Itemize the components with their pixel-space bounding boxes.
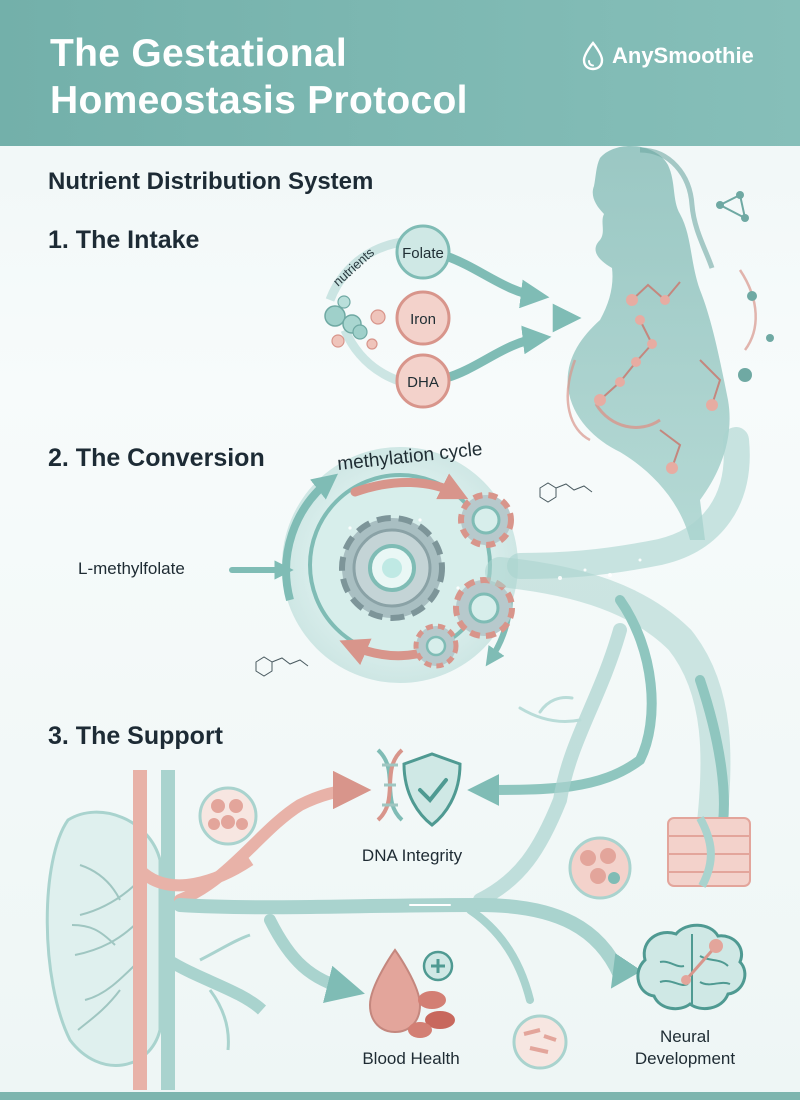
droplet-icon: [582, 41, 604, 71]
neural-development-label: Neural Development: [610, 1026, 760, 1070]
folate-bubble: Folate: [395, 224, 451, 280]
iron-label: Iron: [410, 311, 436, 328]
cell-cluster-icon: [568, 836, 632, 900]
neural-label-line-1: Neural: [659, 1027, 711, 1046]
title-line-2: Homeostasis Protocol: [50, 79, 468, 122]
nutrients-arc-label: nutrients: [330, 244, 377, 289]
gear-icon: [458, 492, 514, 548]
blood-drop-icon: [368, 948, 455, 1038]
iron-bubble: Iron: [395, 290, 451, 346]
neural-label-line-2: Development: [634, 1049, 736, 1068]
gear-icon: [453, 577, 515, 639]
brand-name: AnySmoothie: [612, 43, 754, 68]
step-support-title: 3. The Support: [48, 722, 223, 750]
brand-logo: AnySmoothie: [582, 38, 754, 74]
l-methylfolate-label: L-methylfolate: [78, 559, 185, 578]
cell-cluster-icon: [198, 786, 258, 846]
methylation-cycle-diagram: methylation cycle: [229, 439, 593, 683]
folate-label: Folate: [402, 245, 444, 262]
chemical-structure-icon: [255, 656, 309, 677]
nutrient-spheres: [324, 295, 386, 350]
page-title: The Gestational Homeostasis Protocol: [50, 30, 468, 124]
intake-diagram: nutrients Folate Iron: [324, 224, 582, 409]
main-gear-icon: [339, 515, 445, 621]
dha-label: DHA: [407, 374, 439, 391]
step-intake-title: 1. The Intake: [48, 226, 200, 254]
diagram-title: Nutrient Distribution System: [48, 168, 374, 195]
dha-bubble: DHA: [395, 353, 451, 409]
chemical-structure-icon: [539, 482, 593, 503]
distribution-stream: [467, 427, 750, 907]
title-line-1: The Gestational: [50, 32, 348, 75]
footer-bar: [0, 1092, 800, 1100]
molecule-nodes: [594, 191, 774, 474]
step-conversion-title: 2. The Conversion: [48, 444, 265, 472]
dna-shield-icon: [376, 748, 462, 827]
support-arrows: [173, 770, 642, 1004]
blood-health-label: Blood Health: [362, 1049, 460, 1068]
tissue-layer-icon: [667, 816, 751, 888]
cell-sample-icon: [512, 1014, 568, 1070]
header-banner: The Gestational Homeostasis Protocol Any…: [0, 0, 800, 146]
sparkle-dots: [348, 518, 642, 590]
gear-icon: [413, 623, 459, 669]
dna-integrity-label: DNA Integrity: [361, 846, 463, 865]
lung-vessels-illustration: [45, 770, 267, 1090]
brain-icon: [636, 923, 747, 1011]
